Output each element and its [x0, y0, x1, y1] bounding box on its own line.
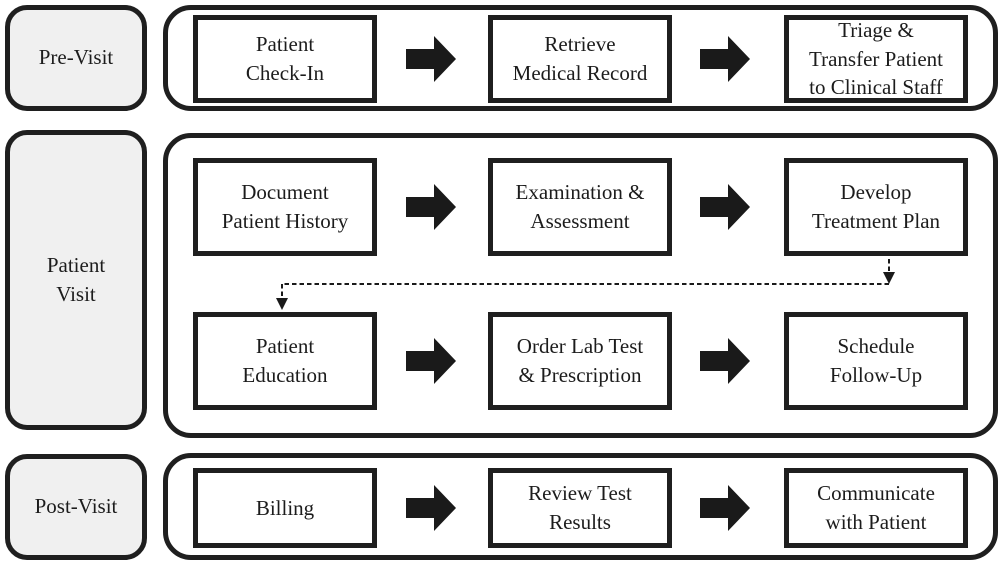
step-develop-treatment-plan: Develop Treatment Plan	[784, 158, 968, 256]
step-examination-assessment: Examination & Assessment	[488, 158, 672, 256]
phase-label-patient-visit: Patient Visit	[5, 130, 147, 430]
flow-arrow-icon	[406, 36, 456, 82]
flow-arrow-icon	[406, 338, 456, 384]
flow-arrow-icon	[406, 184, 456, 230]
flow-arrow-icon	[406, 485, 456, 531]
step-billing: Billing	[193, 468, 377, 548]
step-patient-check-in: Patient Check-In	[193, 15, 377, 103]
step-triage-transfer-patient: Triage & Transfer Patient to Clinical St…	[784, 15, 968, 103]
flow-arrow-icon	[700, 485, 750, 531]
step-review-test-results: Review Test Results	[488, 468, 672, 548]
step-retrieve-medical-record: Retrieve Medical Record	[488, 15, 672, 103]
flow-arrow-icon	[700, 184, 750, 230]
flow-arrow-icon	[700, 338, 750, 384]
step-communicate-with-patient: Communicate with Patient	[784, 468, 968, 548]
step-document-patient-history: Document Patient History	[193, 158, 377, 256]
step-order-lab-test-prescription: Order Lab Test & Prescription	[488, 312, 672, 410]
step-patient-education: Patient Education	[193, 312, 377, 410]
step-schedule-follow-up: Schedule Follow-Up	[784, 312, 968, 410]
flow-arrow-icon	[700, 36, 750, 82]
phase-label-pre-visit: Pre-Visit	[5, 5, 147, 111]
phase-label-post-visit: Post-Visit	[5, 454, 147, 560]
